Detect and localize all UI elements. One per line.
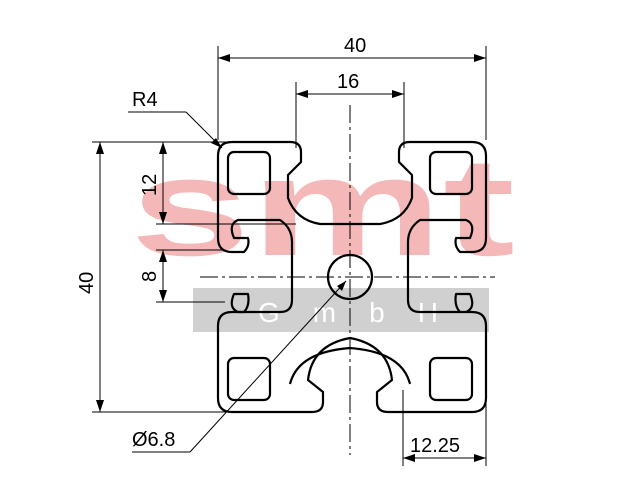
dimension-lines: [92, 46, 487, 466]
watermark-band: [193, 288, 489, 332]
label-bore-diameter: Ø6.8: [132, 429, 175, 451]
cavity-top-left: [226, 150, 272, 196]
label-mid-height: 8: [139, 271, 161, 282]
center-lines: [200, 105, 495, 455]
label-overall-width: 40: [344, 35, 366, 57]
center-bore: [326, 253, 374, 301]
arrowheads: [96, 54, 486, 462]
left-mid-contour: [216, 140, 294, 314]
cavity-bottom-left: [226, 356, 272, 402]
watermark-brand: smt: [130, 128, 515, 285]
bottom-slot-contour: [288, 346, 412, 385]
outer-contour: [216, 140, 488, 414]
cavity-top-right: [428, 150, 474, 196]
dimension-labels: 40 16 R4 12 40 8 Ø6.8 12.25: [76, 35, 460, 457]
profile-outline: [216, 140, 488, 414]
watermark: smt G m b H: [130, 128, 515, 332]
label-corner-radius: R4: [132, 89, 158, 111]
cavity-bottom-right: [428, 356, 474, 402]
label-upper-height: 12: [139, 174, 161, 196]
label-edge-distance: 12.25: [410, 435, 460, 457]
label-overall-height: 40: [76, 272, 98, 294]
label-slot-width: 16: [337, 71, 359, 93]
